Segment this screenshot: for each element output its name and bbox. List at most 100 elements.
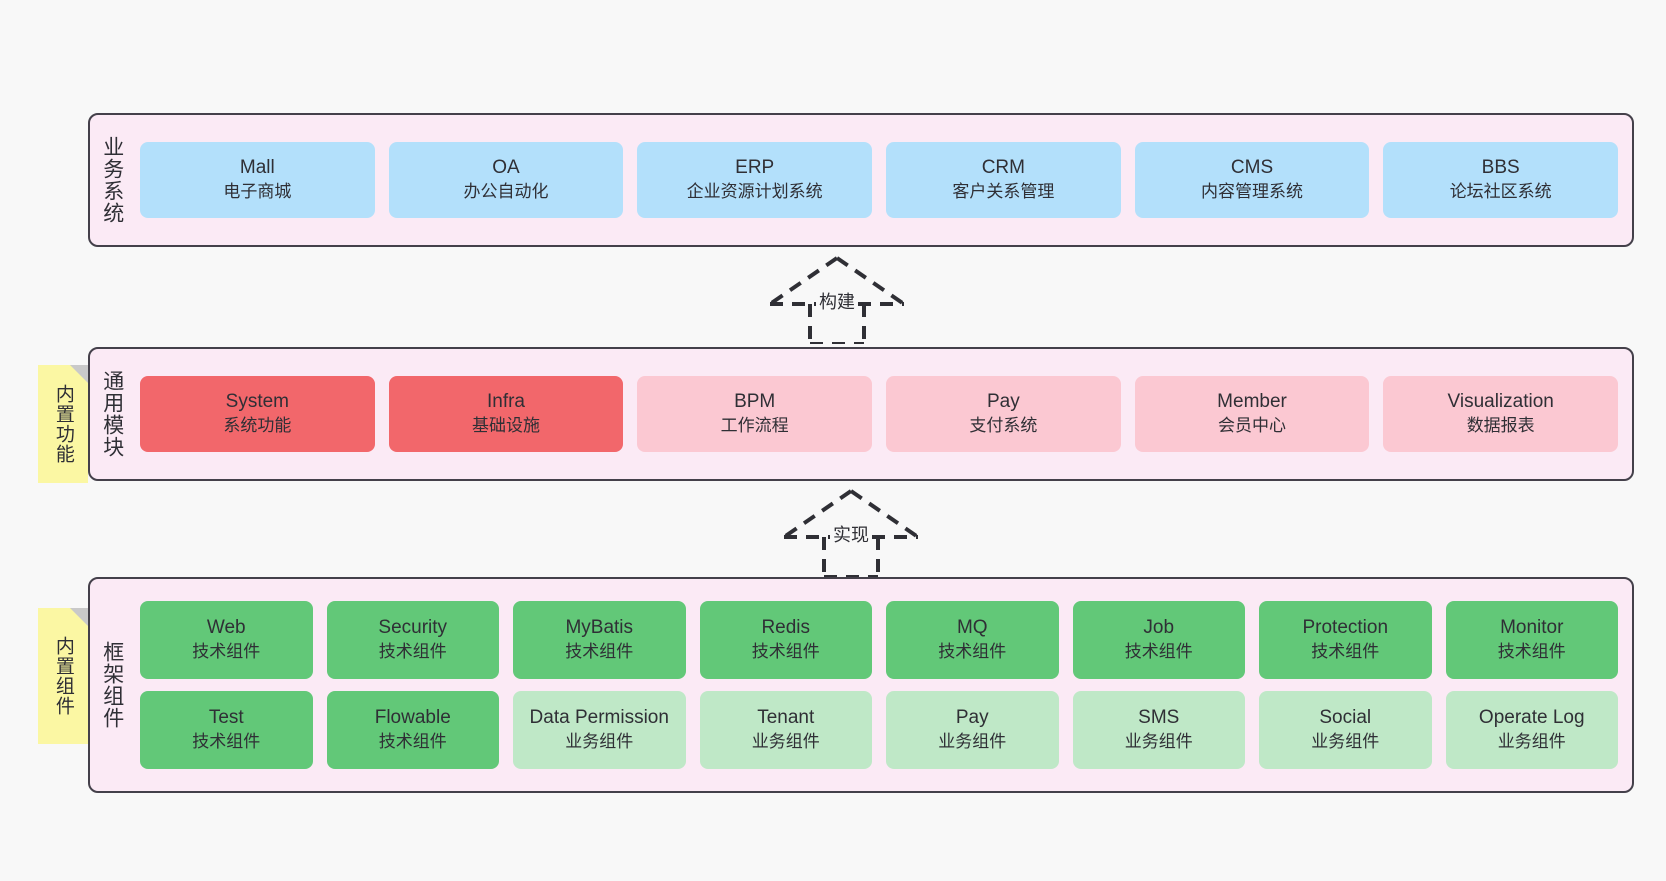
connector-implement: 实现 [766,485,936,579]
node-subtitle: 会员中心 [1218,416,1287,436]
layer-title-business: 业务系统 [100,136,124,224]
node-row: Test 技术组件 Flowable 技术组件 Data Permission … [140,691,1618,769]
node-title: Social [1319,707,1372,729]
node-title: Redis [761,617,811,639]
node-subtitle: 电子商城 [223,182,292,202]
node-subtitle: 支付系统 [969,416,1038,436]
node-title: Monitor [1500,617,1564,639]
node-cms[interactable]: CMS 内容管理系统 [1134,142,1370,218]
node-title: Member [1217,391,1287,413]
node-subtitle: 技术组件 [192,642,261,662]
node-subtitle: 业务组件 [751,732,820,752]
node-pay-component[interactable]: Pay 业务组件 [886,691,1059,769]
node-subtitle: 工作流程 [720,416,789,436]
node-title: ERP [735,157,775,179]
node-security[interactable]: Security 技术组件 [326,601,499,679]
layer-title-frame: 框架组件 [100,641,124,729]
connector-label: 实现 [830,521,872,547]
node-subtitle: 技术组件 [938,642,1007,662]
node-subtitle: 系统功能 [223,416,292,436]
node-subtitle: 技术组件 [192,732,261,752]
node-system[interactable]: System 系统功能 [140,376,375,452]
node-subtitle: 技术组件 [1124,642,1193,662]
node-subtitle: 基础设施 [472,416,540,436]
node-mybatis[interactable]: MyBatis 技术组件 [513,601,686,679]
node-subtitle: 技术组件 [378,642,447,662]
node-bbs[interactable]: BBS 论坛社区系统 [1383,142,1619,218]
layer-common-modules: 通用模块 System 系统功能 Infra 基础设施 BPM 工作流程 Pay… [88,347,1634,481]
node-tenant[interactable]: Tenant 业务组件 [699,691,872,769]
node-row: System 系统功能 Infra 基础设施 BPM 工作流程 Pay 支付系统… [140,376,1619,452]
node-title: Tenant [757,707,815,729]
layer-business-systems: 业务系统 Mall 电子商城 OA 办公自动化 ERP 企业资源计划系统 CRM… [88,113,1634,247]
connector-build: 构建 [752,252,922,346]
node-flowable[interactable]: Flowable 技术组件 [326,691,499,769]
node-subtitle: 业务组件 [1497,732,1566,752]
node-title: Protection [1302,617,1389,639]
node-subtitle: 论坛社区系统 [1449,182,1552,202]
node-oa[interactable]: OA 办公自动化 [388,142,624,218]
node-test[interactable]: Test 技术组件 [140,691,313,769]
connector-label: 构建 [816,288,858,314]
node-redis[interactable]: Redis 技术组件 [699,601,872,679]
node-subtitle: 技术组件 [751,642,820,662]
layer-body-business: Mall 电子商城 OA 办公自动化 ERP 企业资源计划系统 CRM 客户关系… [134,115,1632,245]
node-title: Test [208,707,244,729]
node-operate-log[interactable]: Operate Log 业务组件 [1445,691,1618,769]
node-data-permission[interactable]: Data Permission 业务组件 [513,691,686,769]
node-title: Visualization [1447,391,1554,413]
node-title: BPM [734,391,776,413]
node-erp[interactable]: ERP 企业资源计划系统 [637,142,873,218]
sticky-note-builtin-features: 内置功能 [38,365,88,483]
node-protection[interactable]: Protection 技术组件 [1259,601,1432,679]
node-member[interactable]: Member 会员中心 [1134,376,1370,452]
node-title: MQ [956,617,988,639]
node-title: Flowable [374,707,451,729]
node-sms[interactable]: SMS 业务组件 [1072,691,1245,769]
node-bpm[interactable]: BPM 工作流程 [637,376,873,452]
node-title: OA [492,157,520,179]
node-subtitle: 企业资源计划系统 [686,182,823,202]
node-subtitle: 技术组件 [378,732,447,752]
layer-body-common: System 系统功能 Infra 基础设施 BPM 工作流程 Pay 支付系统… [134,349,1632,479]
node-title: Job [1143,617,1175,639]
node-subtitle: 业务组件 [565,732,634,752]
node-infra[interactable]: Infra 基础设施 [388,376,624,452]
layer-title-common: 通用模块 [100,370,124,458]
node-title: CMS [1230,157,1274,179]
generalization-arrow-icon [782,489,920,579]
node-subtitle: 客户关系管理 [952,182,1055,202]
node-subtitle: 业务组件 [938,732,1007,752]
sticky-note-builtin-components: 内置组件 [38,608,88,744]
node-title: Pay [955,707,989,729]
node-title: Security [378,617,448,639]
node-title: Infra [486,391,526,413]
node-subtitle: 技术组件 [1311,642,1380,662]
node-subtitle: 内容管理系统 [1201,182,1304,202]
generalization-arrow-icon [768,256,906,346]
node-subtitle: 办公自动化 [463,182,549,202]
node-mall[interactable]: Mall 电子商城 [140,142,375,218]
node-crm[interactable]: CRM 客户关系管理 [886,142,1121,218]
node-row: Web 技术组件 Security 技术组件 MyBatis 技术组件 Redi… [140,601,1618,679]
node-title: Web [206,617,246,639]
node-pay[interactable]: Pay 支付系统 [886,376,1121,452]
node-subtitle: 数据报表 [1466,416,1535,436]
node-title: Mall [239,157,275,179]
node-monitor[interactable]: Monitor 技术组件 [1445,601,1618,679]
node-title: MyBatis [565,617,634,639]
node-web[interactable]: Web 技术组件 [140,601,313,679]
node-title: BBS [1481,157,1520,179]
node-title: Pay [986,391,1020,413]
node-mq[interactable]: MQ 技术组件 [886,601,1059,679]
node-social[interactable]: Social 业务组件 [1259,691,1432,769]
node-title: SMS [1138,707,1180,729]
node-subtitle: 技术组件 [1497,642,1566,662]
layer-framework-components: 框架组件 Web 技术组件 Security 技术组件 MyBatis 技术组件… [88,577,1634,793]
node-visualization[interactable]: Visualization 数据报表 [1383,376,1619,452]
node-row: Mall 电子商城 OA 办公自动化 ERP 企业资源计划系统 CRM 客户关系… [140,142,1619,218]
node-title: Operate Log [1478,707,1585,729]
node-job[interactable]: Job 技术组件 [1072,601,1245,679]
node-subtitle: 技术组件 [565,642,634,662]
